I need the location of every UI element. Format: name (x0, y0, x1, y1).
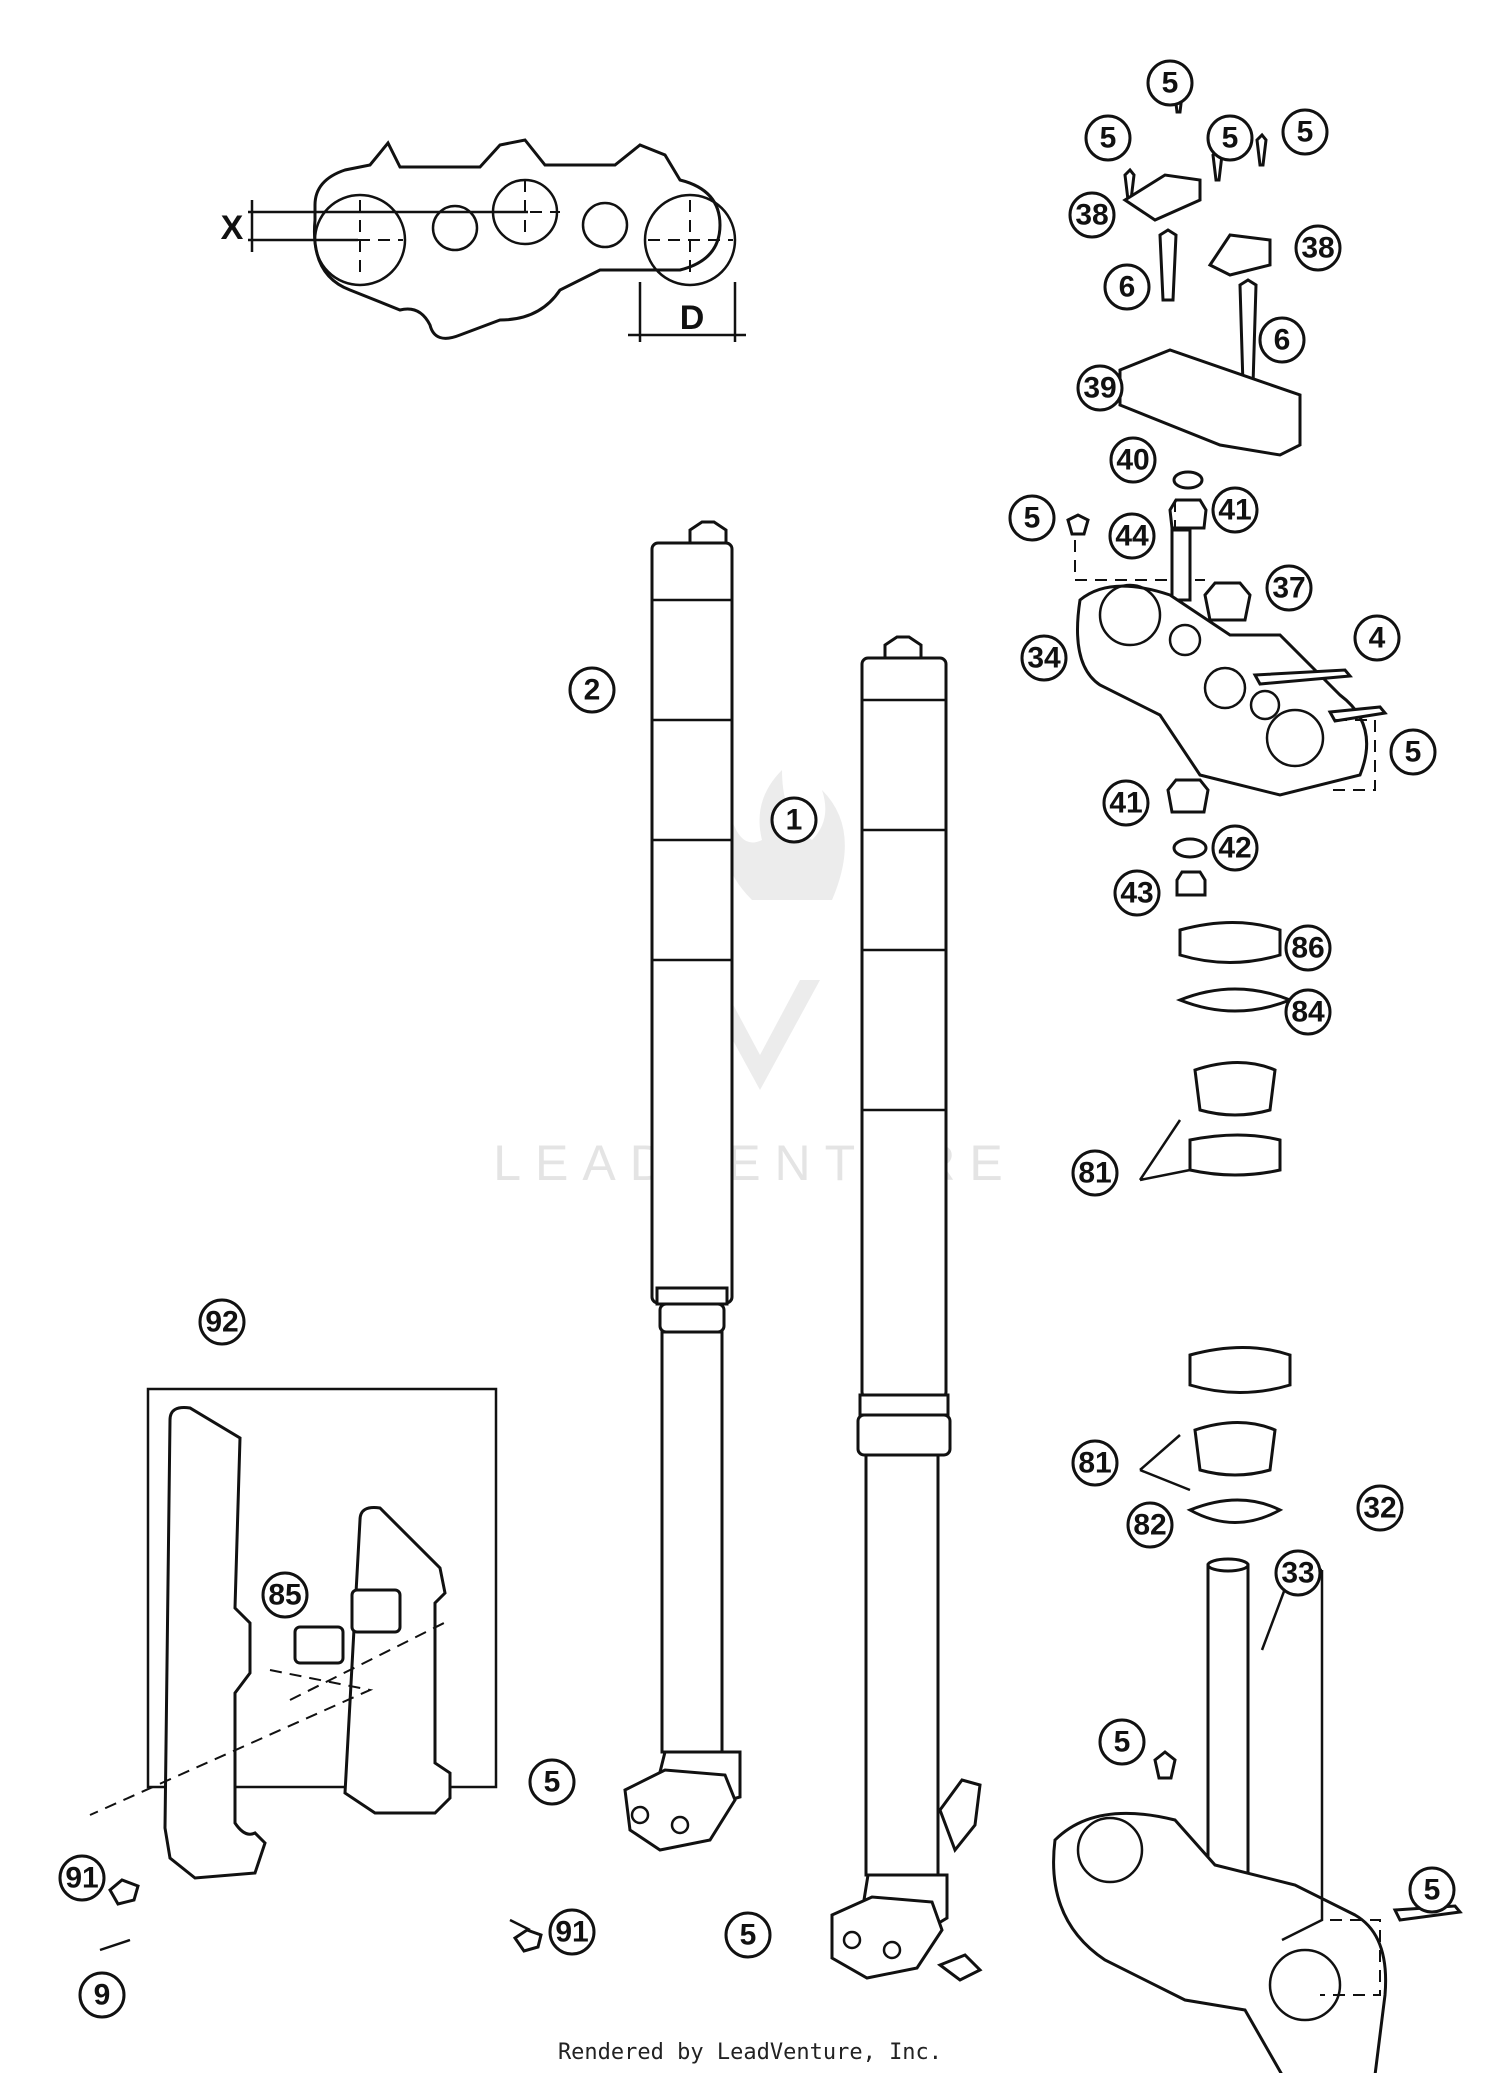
callout-4: 4 (1353, 614, 1401, 662)
svg-text:42: 42 (1218, 832, 1251, 865)
callout-5-f: 5 (1389, 728, 1437, 776)
callout-91-a: 91 (58, 1854, 106, 1902)
svg-text:5: 5 (1162, 67, 1179, 100)
svg-text:40: 40 (1116, 444, 1149, 477)
svg-text:81: 81 (1078, 1157, 1111, 1190)
svg-text:4: 4 (1369, 622, 1386, 655)
callout-1: 1 (770, 796, 818, 844)
callout-86: 86 (1284, 924, 1332, 972)
svg-text:86: 86 (1291, 932, 1324, 965)
callout-42: 42 (1211, 824, 1259, 872)
svg-text:5: 5 (1114, 1726, 1131, 1759)
callout-5-h: 5 (528, 1758, 576, 1806)
svg-text:9: 9 (94, 1979, 111, 2012)
callout-5-j: 5 (724, 1911, 772, 1959)
svg-text:5: 5 (1222, 122, 1239, 155)
callout-38-b: 38 (1294, 224, 1342, 272)
svg-text:5: 5 (1100, 122, 1117, 155)
callout-2: 2 (568, 666, 616, 714)
svg-text:32: 32 (1363, 1492, 1396, 1525)
triple-clamp-dimension-sketch: X D (221, 138, 746, 342)
callout-91-b: 91 (548, 1908, 596, 1956)
callout-81-a: 81 (1071, 1149, 1119, 1197)
svg-text:33: 33 (1281, 1557, 1314, 1590)
svg-text:2: 2 (584, 674, 601, 707)
callout-39: 39 (1076, 364, 1124, 412)
callout-32: 32 (1356, 1484, 1404, 1532)
footer-credit: Rendered by LeadVenture, Inc. (557, 2040, 943, 2065)
svg-text:5: 5 (1297, 116, 1314, 149)
callout-33: 33 (1274, 1549, 1322, 1597)
svg-text:5: 5 (1424, 1874, 1441, 1907)
callout-6-b: 6 (1258, 316, 1306, 364)
fork-leg-right (830, 635, 983, 1982)
fork-guard-kit (89, 1387, 543, 1953)
svg-text:85: 85 (268, 1579, 301, 1612)
lower-clamp-assembly (1052, 1346, 1463, 2073)
callout-41-b: 41 (1102, 779, 1150, 827)
callout-85: 85 (261, 1571, 309, 1619)
dimension-x-label: X (221, 209, 244, 247)
callout-44: 44 (1108, 512, 1156, 560)
callout-5-d: 5 (1281, 108, 1329, 156)
svg-text:5: 5 (544, 1766, 561, 1799)
svg-text:34: 34 (1027, 642, 1061, 675)
callout-5-a: 5 (1146, 59, 1194, 107)
callout-6-a: 6 (1103, 263, 1151, 311)
callout-82: 82 (1126, 1501, 1174, 1549)
callout-81-b: 81 (1071, 1439, 1119, 1487)
svg-text:6: 6 (1119, 271, 1136, 304)
svg-text:5: 5 (1024, 502, 1041, 535)
svg-text:38: 38 (1301, 232, 1334, 265)
svg-text:41: 41 (1218, 494, 1251, 527)
svg-text:91: 91 (555, 1916, 588, 1949)
svg-text:6: 6 (1274, 324, 1291, 357)
svg-text:91: 91 (65, 1862, 98, 1895)
upper-clamp-assembly (1066, 79, 1388, 1182)
callout-5-c: 5 (1206, 114, 1254, 162)
callout-41-a: 41 (1211, 486, 1259, 534)
svg-text:39: 39 (1083, 372, 1116, 405)
callout-9: 9 (78, 1971, 126, 2019)
callout-37: 37 (1265, 564, 1313, 612)
callout-84: 84 (1284, 988, 1332, 1036)
svg-text:84: 84 (1291, 996, 1325, 1029)
svg-text:5: 5 (740, 1919, 757, 1952)
callout-40: 40 (1109, 436, 1157, 484)
callout-5-i: 5 (1408, 1866, 1456, 1914)
svg-text:82: 82 (1133, 1509, 1166, 1542)
svg-text:44: 44 (1115, 520, 1149, 553)
callout-5-b: 5 (1084, 114, 1132, 162)
svg-text:5: 5 (1405, 736, 1422, 769)
svg-text:92: 92 (205, 1306, 238, 1339)
svg-text:38: 38 (1075, 199, 1108, 232)
callout-34: 34 (1020, 634, 1068, 682)
svg-text:43: 43 (1120, 877, 1153, 910)
svg-text:37: 37 (1272, 572, 1305, 605)
svg-text:41: 41 (1109, 787, 1142, 820)
svg-text:81: 81 (1078, 1447, 1111, 1480)
dimension-d-label: D (680, 299, 705, 337)
callout-5-g: 5 (1098, 1718, 1146, 1766)
callout-43: 43 (1113, 869, 1161, 917)
callout-5-e: 5 (1008, 494, 1056, 542)
callout-92: 92 (198, 1298, 246, 1346)
svg-text:1: 1 (786, 804, 803, 837)
fork-leg-left (623, 520, 742, 1852)
callout-38-a: 38 (1068, 191, 1116, 239)
